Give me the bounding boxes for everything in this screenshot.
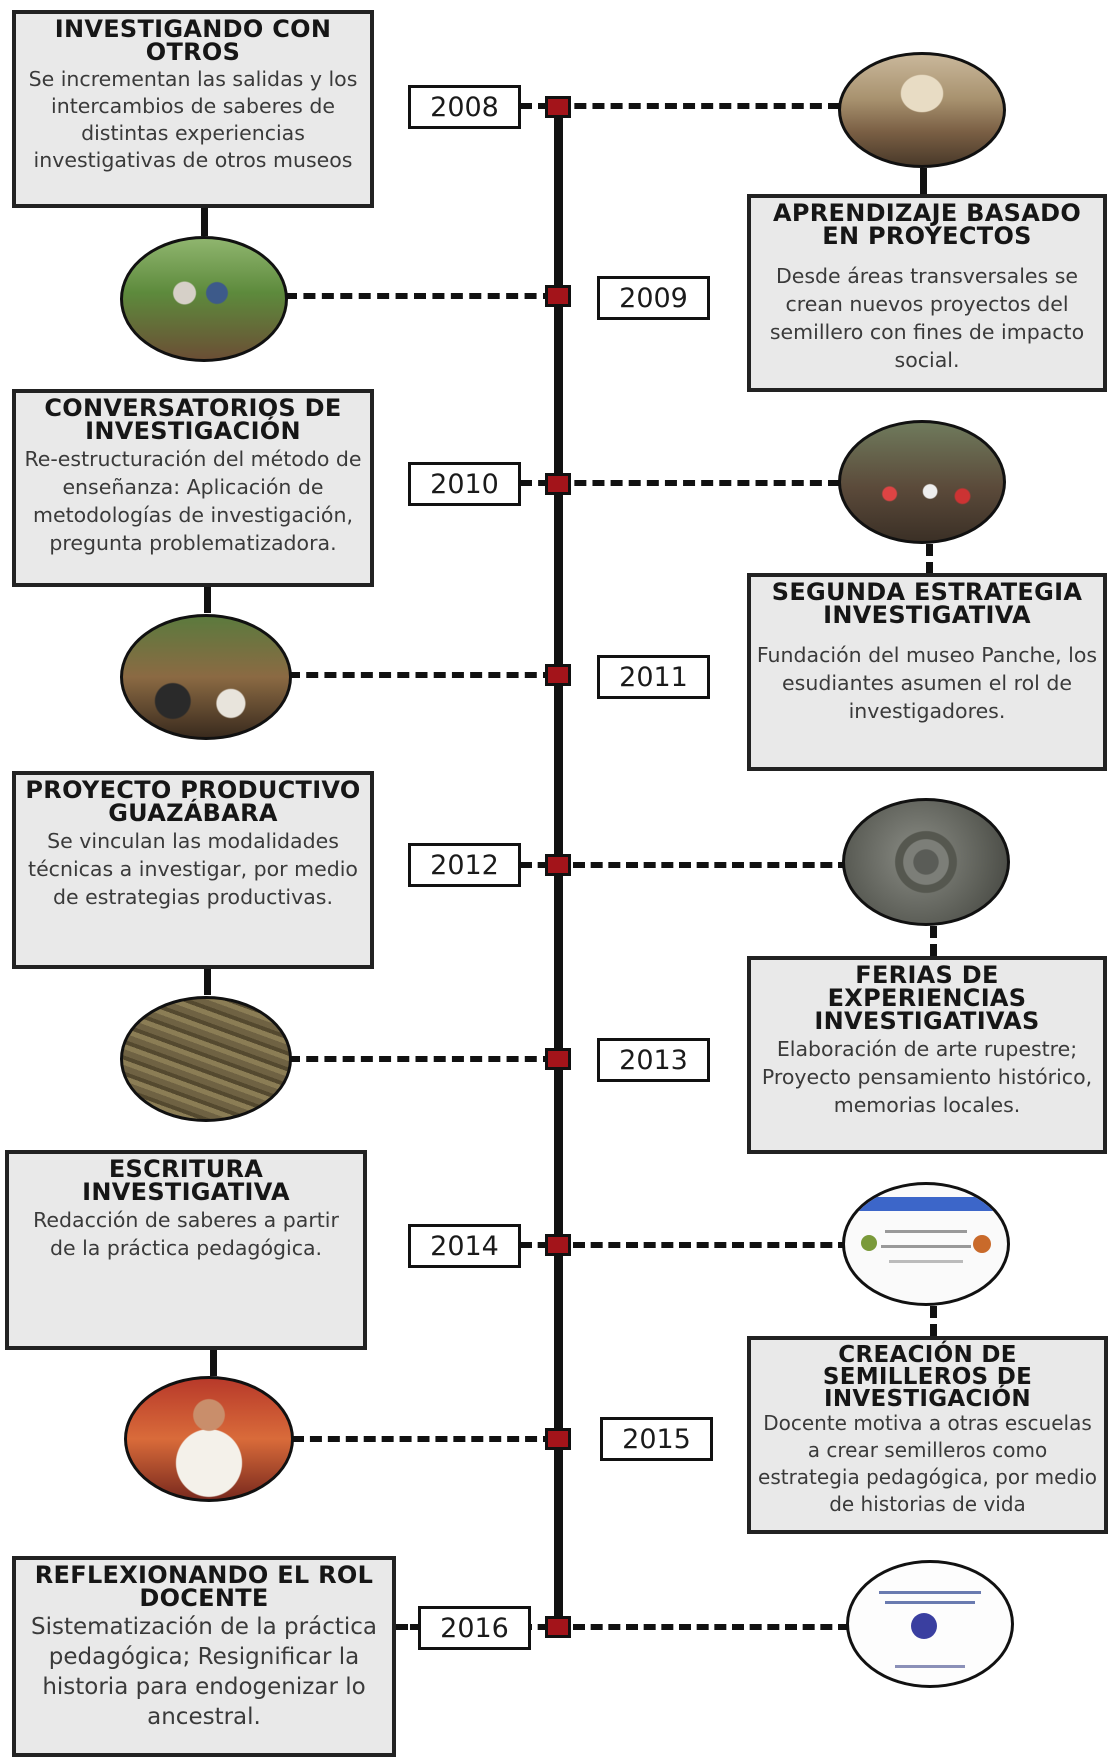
event-body-2014: Redacción de saberes a partir de la prác… <box>33 1208 339 1260</box>
event-body-2009: Desde áreas transversales se crean nuevo… <box>769 264 1085 372</box>
event-card-2013: FERIAS DE EXPERIENCIAS INVESTIGATIVAS El… <box>747 956 1107 1154</box>
event-card-2012: PROYECTO PRODUCTIVO GUAZÁBARA Se vincula… <box>12 771 374 969</box>
photo-2011 <box>120 614 292 740</box>
connector-2016-left <box>382 1624 422 1630</box>
timeline-node-2013 <box>545 1048 571 1070</box>
event-card-2011: SEGUNDA ESTRATEGIA INVESTIGATIVA Fundaci… <box>747 573 1107 771</box>
event-card-2010: CONVERSATORIOS DE INVESTIGACIÓN Re-estru… <box>12 389 374 587</box>
event-title-2012: PROYECTO PRODUCTIVO GUAZÁBARA <box>25 776 361 827</box>
photo-2015 <box>124 1376 294 1502</box>
event-card-2009: APRENDIZAJE BASADO EN PROYECTOS Desde ár… <box>747 194 1107 392</box>
year-label-2014: 2014 <box>408 1224 521 1268</box>
timeline-node-2016 <box>545 1616 571 1638</box>
event-title-2010: CONVERSATORIOS DE INVESTIGACIÓN <box>44 394 342 445</box>
event-card-2015: CREACIÓN DE SEMILLEROS DE INVESTIGACIÓN … <box>747 1336 1108 1534</box>
document-line <box>889 1260 963 1263</box>
event-body-2010: Re-estructuración del método de enseñanz… <box>24 447 362 555</box>
event-body-2016: Sistematización de la práctica pedagógic… <box>30 1614 377 1730</box>
timeline-node-2010 <box>545 473 571 495</box>
connector-2009 <box>285 293 555 299</box>
event-title-2013: FERIAS DE EXPERIENCIAS INVESTIGATIVAS <box>814 961 1040 1035</box>
card-connector-2014 <box>210 1350 217 1376</box>
logo-icon <box>911 1613 937 1639</box>
photo-2010 <box>838 420 1006 544</box>
photo-2009 <box>120 236 288 362</box>
card-connector-2012 <box>204 969 211 995</box>
connector-2008-left <box>520 103 550 109</box>
event-body-2008: Se incrementan las salidas y los interca… <box>28 67 358 172</box>
year-label-2008: 2008 <box>408 85 521 129</box>
connector-2016 <box>520 1624 850 1630</box>
year-label-2016: 2016 <box>418 1606 531 1650</box>
event-title-2014: ESCRITURA INVESTIGATIVA <box>82 1155 290 1206</box>
document-line <box>881 1245 971 1248</box>
event-body-2012: Se vinculan las modalidades técnicas a i… <box>28 829 358 909</box>
document-header-bar <box>845 1197 1007 1211</box>
cover-line <box>895 1665 965 1668</box>
event-body-2013: Elaboración de arte rupestre; Proyecto p… <box>761 1037 1093 1117</box>
timeline-node-2008 <box>545 96 571 118</box>
photo-2016 <box>846 1560 1014 1688</box>
connector-2011 <box>288 672 555 678</box>
connector-2008 <box>520 103 840 109</box>
event-body-2011: Fundación del museo Panche, los esudiant… <box>756 643 1098 723</box>
event-title-2015: CREACIÓN DE SEMILLEROS DE INVESTIGACIÓN <box>822 1342 1033 1412</box>
photo-2013 <box>120 996 292 1122</box>
seal-icon <box>973 1235 991 1253</box>
connector-2010 <box>520 480 840 486</box>
card-connector-2010 <box>204 587 211 613</box>
connector-2012 <box>520 862 850 868</box>
photo-2014 <box>842 1182 1010 1306</box>
cover-line <box>879 1591 981 1594</box>
event-card-2016: REFLEXIONANDO EL ROL DOCENTE Sistematiza… <box>12 1556 396 1757</box>
timeline-node-2009 <box>545 285 571 307</box>
photo-connector-2012 <box>930 926 937 956</box>
event-title-2016: REFLEXIONANDO EL ROL DOCENTE <box>34 1561 374 1612</box>
photo-2012 <box>842 798 1010 926</box>
cover-line <box>885 1601 975 1604</box>
seal-icon <box>861 1235 877 1251</box>
photo-connector-2008 <box>920 168 927 196</box>
year-label-2011: 2011 <box>597 655 710 699</box>
year-label-2015: 2015 <box>600 1417 713 1461</box>
photo-connector-2014 <box>930 1306 937 1336</box>
photo-2008 <box>838 52 1006 168</box>
connector-2015 <box>292 1436 555 1442</box>
event-title-2009: APRENDIZAJE BASADO EN PROYECTOS <box>772 199 1082 250</box>
event-body-2015: Docente motiva a otras escuelas a crear … <box>758 1411 1097 1516</box>
photo-connector-2010 <box>926 544 933 574</box>
year-label-2013: 2013 <box>597 1038 710 1082</box>
year-label-2012: 2012 <box>408 843 521 887</box>
connector-2013 <box>288 1056 555 1062</box>
connector-2014 <box>520 1242 850 1248</box>
year-label-2009: 2009 <box>597 276 710 320</box>
event-card-2014: ESCRITURA INVESTIGATIVA Redacción de sab… <box>5 1150 367 1350</box>
year-label-2010: 2010 <box>408 462 521 506</box>
event-title-2011: SEGUNDA ESTRATEGIA INVESTIGATIVA <box>771 578 1083 629</box>
timeline-node-2014 <box>545 1234 571 1256</box>
timeline-node-2015 <box>545 1428 571 1450</box>
event-title-2008: INVESTIGANDO CON OTROS <box>54 15 332 66</box>
document-line <box>885 1230 967 1233</box>
timeline-node-2012 <box>545 854 571 876</box>
card-connector-2008 <box>201 208 208 236</box>
event-card-2008: INVESTIGANDO CON OTROS Se incrementan la… <box>12 10 374 208</box>
timeline-node-2011 <box>545 664 571 686</box>
